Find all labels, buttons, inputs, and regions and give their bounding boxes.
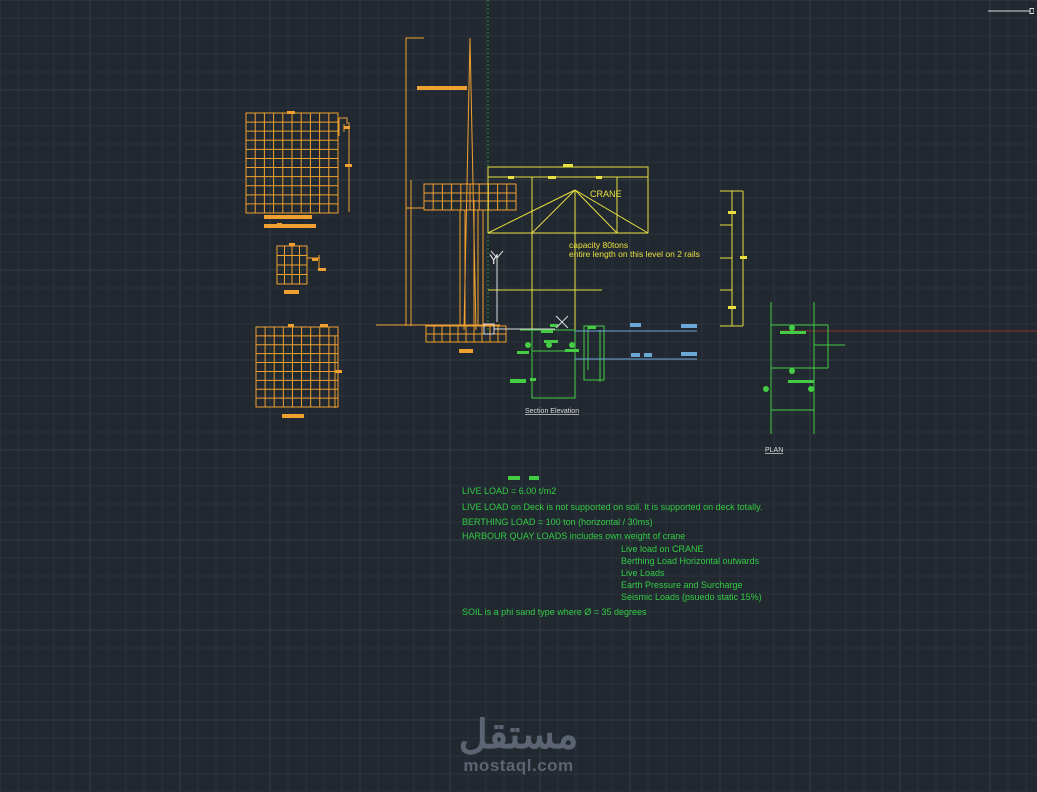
- note-soil: SOIL is a phi sand type where Ø = 35 deg…: [462, 607, 647, 617]
- note-harbour: HARBOUR QUAY LOADS includes own weight o…: [462, 531, 686, 541]
- note-live-load: LIVE LOAD = 6.00 t/m2: [462, 486, 557, 496]
- section-elevation[interactable]: [520, 325, 605, 399]
- note-item: Berthing Load Horizontal outwards: [621, 556, 760, 566]
- note-deck: LIVE LOAD on Deck is not supported on so…: [462, 502, 763, 512]
- note-item: Earth Pressure and Surcharge: [621, 580, 743, 590]
- section-grid-bottom[interactable]: [255, 326, 339, 408]
- plan-title: PLAN: [765, 447, 783, 454]
- section-grid-top[interactable]: [245, 112, 339, 214]
- section-marks: [508, 324, 596, 480]
- note-item: Live Loads: [621, 568, 665, 578]
- crane-rails[interactable]: [575, 330, 697, 360]
- grid-labels: [264, 111, 352, 418]
- note-berthing: BERTHING LOAD = 100 ton (horizontal / 30…: [462, 517, 653, 527]
- wall-labels: [417, 86, 473, 353]
- crane-capacity-text: capacity 80tons: [569, 240, 628, 250]
- note-item: Live load on CRANE: [621, 544, 704, 554]
- ucs-axis-icon: [483, 250, 569, 335]
- crane-frame[interactable]: [487, 166, 744, 330]
- watermark-latin: mostaql.com: [463, 756, 574, 775]
- view-cube-icon[interactable]: [988, 8, 1034, 14]
- watermark-arabic: مستقل: [458, 713, 579, 757]
- rail-marks: [630, 323, 697, 357]
- crane-label: CRANE: [590, 189, 622, 199]
- crane-rails-text: entire length on this level on 2 rails: [569, 249, 700, 259]
- wall-grid-cells: [432, 184, 508, 342]
- note-item: Seismic Loads (psuedo static 15%): [621, 592, 762, 602]
- quay-wall-elevation[interactable]: [376, 37, 517, 343]
- plan-marks: [763, 325, 814, 392]
- ucs-y-label: Y: [489, 251, 499, 267]
- section-elevation-title: Section Elevation: [525, 408, 579, 415]
- crane-marks: [508, 164, 747, 309]
- plan-view[interactable]: [770, 302, 845, 434]
